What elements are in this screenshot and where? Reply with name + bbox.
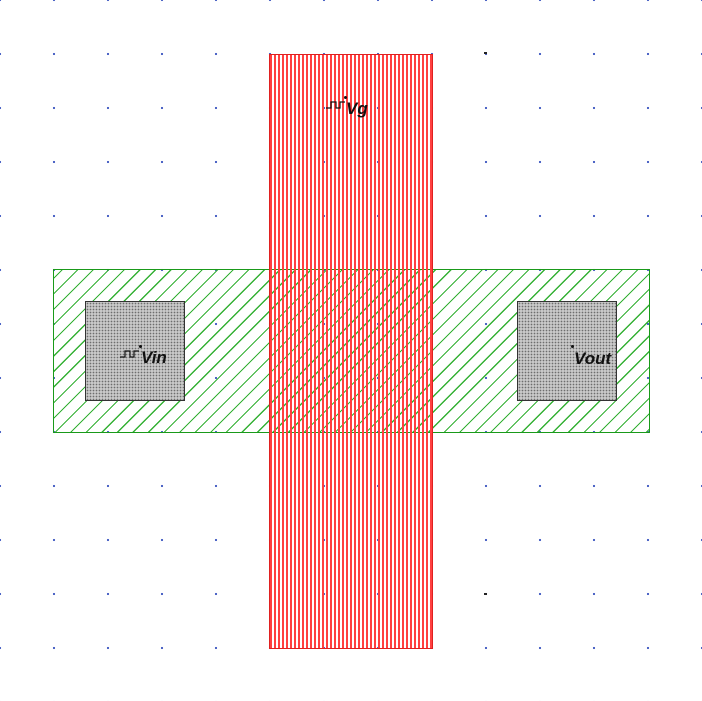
gate-node-dot <box>344 96 347 99</box>
gate-label: Vg <box>346 99 368 118</box>
grid-marker <box>484 593 487 595</box>
grid-marker <box>484 52 487 54</box>
input-node-dot <box>139 345 142 348</box>
polysilicon-gate[interactable] <box>269 54 433 649</box>
input-label: Vin <box>141 348 167 367</box>
output-node-dot <box>571 345 574 348</box>
output-label: Vout <box>574 349 612 368</box>
output-contact[interactable] <box>517 301 617 401</box>
pulse-source-icon <box>120 350 139 358</box>
pulse-source-icon <box>326 101 345 109</box>
